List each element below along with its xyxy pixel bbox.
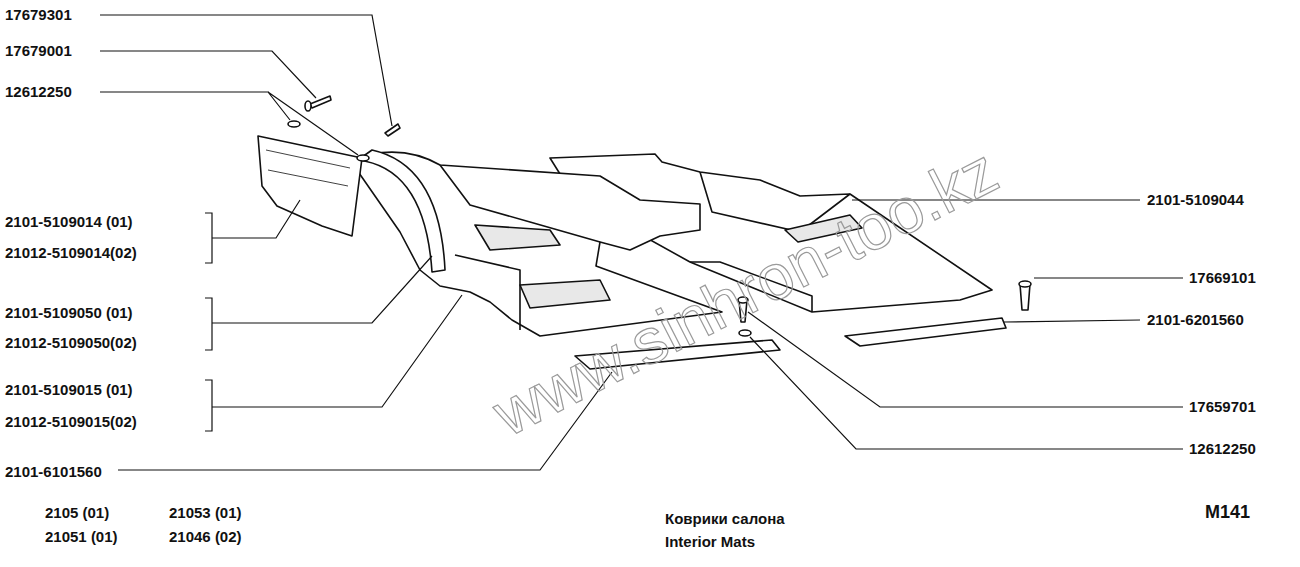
leader-line (100, 15, 392, 126)
callout-number: 17669101 (1188, 270, 1257, 287)
caption-ru: Коврики салона (664, 511, 786, 528)
front-grille-upper (475, 225, 560, 250)
front-grille-lower (520, 280, 610, 308)
caption-en: Interior Mats (664, 534, 756, 551)
callout-number: 12612250 (1188, 441, 1257, 458)
model-code: 21053 (01) (168, 505, 243, 522)
part-number: 2101-6101560 (4, 464, 103, 481)
callout-number: 17679301 (4, 7, 73, 24)
arch-trim (358, 150, 445, 272)
page-code: M141 (1204, 503, 1251, 523)
part-number: 21012-5109050(02) (4, 335, 138, 352)
screw (310, 96, 331, 108)
part-number: 2101-5109015 (01) (4, 382, 134, 399)
washer (357, 155, 369, 161)
side-panel (258, 136, 362, 236)
model-code: 21051 (01) (44, 529, 119, 546)
part-number: 2101-5109044 (1146, 192, 1245, 209)
part-number: 21012-5109015(02) (4, 414, 138, 431)
part-number: 21012-5109014(02) (4, 245, 138, 262)
leader-bracket (205, 295, 462, 431)
front-mat-side (455, 255, 520, 330)
sill-strip-right (845, 318, 1006, 346)
callout-number: 17659701 (1188, 399, 1257, 416)
screw (1020, 284, 1030, 310)
leader-bracket (205, 256, 432, 350)
washer (288, 121, 300, 127)
callout-number: 12612250 (4, 84, 73, 101)
leader-line (748, 312, 1183, 407)
leader-line (750, 337, 1183, 449)
model-code: 2105 (01) (44, 505, 110, 522)
part-number: 2101-6201560 (1146, 312, 1245, 329)
leader-line (100, 92, 358, 155)
leader-line (100, 51, 316, 98)
model-code: 21046 (02) (168, 529, 243, 546)
callout-number: 17679001 (4, 43, 73, 60)
leader-line (1034, 277, 1183, 278)
screw-head (1019, 281, 1031, 287)
leader-line (1004, 320, 1140, 322)
panel-ribs (266, 150, 350, 186)
part-number: 2101-5109014 (01) (4, 214, 134, 231)
leader-bracket (205, 200, 300, 263)
screw-head (305, 101, 311, 111)
part-number: 2101-5109050 (01) (4, 305, 134, 322)
